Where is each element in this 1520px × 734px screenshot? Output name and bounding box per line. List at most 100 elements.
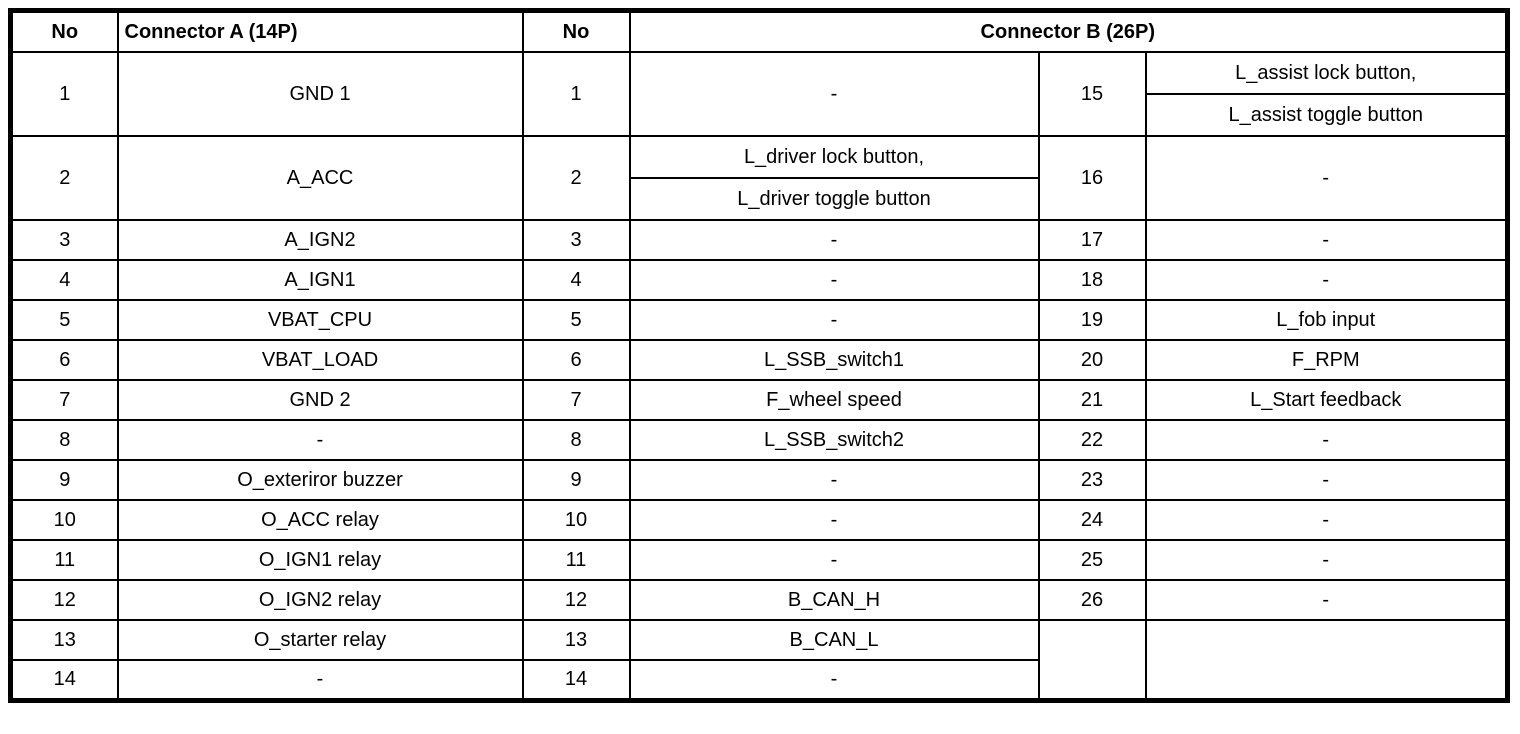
pin-desc-cell-split: L_assist lock button, L_assist toggle bu… [1144, 51, 1509, 137]
header-row: No Connector A (14P) No Connector B (26P… [9, 9, 1509, 53]
pin-number-cell: 6 [521, 339, 631, 381]
pin-number-cell: 3 [9, 219, 119, 261]
pin-desc-cell: - [1144, 219, 1509, 261]
pin-number-cell: 2 [521, 135, 631, 221]
pin-desc-cell-split: L_driver lock button, L_driver toggle bu… [628, 135, 1040, 221]
pin-desc-cell: - [628, 539, 1040, 581]
pin-desc-cell: - [1144, 459, 1509, 501]
table-row: 8 - 8 L_SSB_switch2 22 - [9, 419, 1509, 461]
pin-desc-cell: - [116, 419, 524, 461]
pin-desc-cell: - [628, 51, 1040, 137]
table-row: 14 - 14 - [9, 659, 1508, 701]
pin-number-cell: 23 [1037, 459, 1147, 501]
table-row: 4 A_IGN1 4 - 18 - [9, 259, 1509, 301]
pin-desc-line-2: L_driver toggle button [737, 187, 931, 210]
table-row: 10 O_ACC relay 10 - 24 - [9, 499, 1509, 541]
pin-number-cell: 8 [9, 419, 119, 461]
pin-number-cell: 2 [9, 135, 119, 221]
table-row: 3 A_IGN2 3 - 17 - [9, 219, 1509, 261]
pin-desc-cell: A_ACC [116, 135, 524, 221]
pin-desc-cell: - [628, 459, 1040, 501]
pin-number-cell: 4 [9, 259, 119, 301]
pin-desc-cell: B_CAN_H [628, 579, 1040, 621]
pin-number-cell: 15 [1037, 51, 1147, 137]
pin-number-cell: 25 [1037, 539, 1147, 581]
pin-desc-cell: VBAT_LOAD [116, 339, 524, 381]
pin-desc-line-1: L_assist lock button, [1147, 54, 1506, 95]
pin-desc-line-2: L_assist toggle button [1228, 103, 1424, 126]
pin-desc-cell: - [628, 659, 1040, 701]
pin-desc-cell: - [628, 219, 1040, 261]
pin-desc-cell: O_exteriror buzzer [116, 459, 524, 501]
pin-number-cell: 7 [521, 379, 631, 421]
connector-pinout-table: No Connector A (14P) No Connector B (26P… [8, 8, 1511, 703]
pin-number-cell: 14 [9, 659, 119, 701]
pin-desc-cell: O_IGN2 relay [116, 579, 524, 621]
pin-desc-cell: - [1144, 259, 1509, 301]
table-row: 1 GND 1 1 - 15 L_assist lock button, L_a… [9, 51, 1509, 137]
pin-desc-cell: - [1144, 135, 1509, 221]
empty-pin-desc-cell [1144, 619, 1509, 701]
pin-number-cell: 4 [521, 259, 631, 301]
pin-desc-cell: B_CAN_L [628, 619, 1040, 661]
pin-number-cell: 22 [1037, 419, 1147, 461]
pin-desc-cell: O_ACC relay [116, 499, 524, 541]
pin-desc-cell: A_IGN2 [116, 219, 524, 261]
pin-desc-cell: L_SSB_switch2 [628, 419, 1040, 461]
pin-number-cell: 20 [1037, 339, 1147, 381]
header-connector-a: Connector A (14P) [116, 9, 524, 53]
pin-desc-cell: GND 1 [116, 51, 524, 137]
pin-desc-cell: F_RPM [1144, 339, 1509, 381]
pin-desc-cell: O_IGN1 relay [116, 539, 524, 581]
pin-number-cell: 1 [521, 51, 631, 137]
pin-desc-cell: - [1144, 579, 1509, 621]
header-no-b: No [521, 9, 631, 53]
pin-desc-cell: L_Start feedback [1144, 379, 1509, 421]
pin-number-cell: 13 [521, 619, 631, 661]
pin-number-cell: 16 [1037, 135, 1147, 221]
header-no-a: No [9, 9, 119, 53]
pin-desc-cell: O_starter relay [116, 619, 524, 661]
pin-number-cell: 21 [1037, 379, 1147, 421]
table-row: 13 O_starter relay 13 B_CAN_L [9, 619, 1509, 701]
pin-number-cell: 3 [521, 219, 631, 261]
table-row: 7 GND 2 7 F_wheel speed 21 L_Start feedb… [9, 379, 1509, 421]
pin-desc-cell: - [1144, 499, 1509, 541]
pin-desc-cell: A_IGN1 [116, 259, 524, 301]
table-row: 9 O_exteriror buzzer 9 - 23 - [9, 459, 1509, 501]
table-row: 6 VBAT_LOAD 6 L_SSB_switch1 20 F_RPM [9, 339, 1509, 381]
pin-number-cell: 12 [521, 579, 631, 621]
pin-desc-cell: - [628, 299, 1040, 341]
pin-number-cell: 17 [1037, 219, 1147, 261]
pin-desc-cell: - [628, 499, 1040, 541]
pin-number-cell: 12 [9, 579, 119, 621]
pin-desc-cell: L_fob input [1144, 299, 1509, 341]
pin-number-cell: 5 [9, 299, 119, 341]
table-row: 2 A_ACC 2 L_driver lock button, L_driver… [9, 135, 1509, 221]
pin-number-cell: 9 [9, 459, 119, 501]
pin-number-cell: 11 [9, 539, 119, 581]
pin-number-cell: 26 [1037, 579, 1147, 621]
pin-number-cell: 14 [521, 659, 631, 701]
pin-desc-cell: GND 2 [116, 379, 524, 421]
pin-desc-cell: - [628, 259, 1040, 301]
pin-number-cell: 10 [9, 499, 119, 541]
pin-number-cell: 6 [9, 339, 119, 381]
pin-number-cell: 7 [9, 379, 119, 421]
pin-number-cell: 9 [521, 459, 631, 501]
pin-desc-cell: - [1144, 419, 1509, 461]
pin-desc-cell: F_wheel speed [628, 379, 1040, 421]
pin-number-cell: 1 [9, 51, 119, 137]
pin-desc-line-1: L_driver lock button, [631, 138, 1037, 179]
pin-number-cell: 19 [1037, 299, 1147, 341]
pin-number-cell: 11 [521, 539, 631, 581]
pin-desc-cell: - [116, 659, 524, 701]
table-row: 11 O_IGN1 relay 11 - 25 - [9, 539, 1509, 581]
pin-number-cell: 8 [521, 419, 631, 461]
table-row: 12 O_IGN2 relay 12 B_CAN_H 26 - [9, 579, 1509, 621]
empty-pin-number-cell [1037, 619, 1147, 701]
pin-number-cell: 5 [521, 299, 631, 341]
pin-number-cell: 24 [1037, 499, 1147, 541]
table-row: 5 VBAT_CPU 5 - 19 L_fob input [9, 299, 1509, 341]
